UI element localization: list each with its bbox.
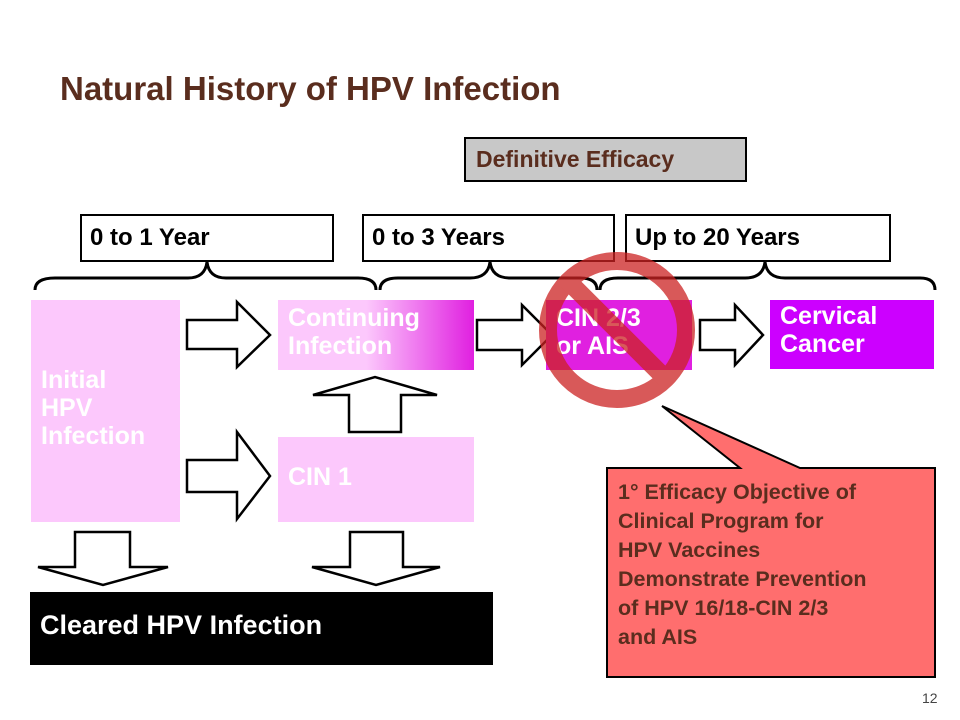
brace-period-2 [378, 261, 599, 291]
stage-continuing-infection: Continuing Infection [278, 300, 474, 370]
arrow-initial-to-cin1 [185, 428, 272, 523]
brace-period-3 [598, 261, 937, 291]
page-number: 12 [922, 690, 938, 706]
stage-cin1: CIN 1 [278, 437, 474, 522]
period-0-to-1-year: 0 to 1 Year [80, 214, 334, 262]
period-up-to-20-years: Up to 20 Years [625, 214, 891, 262]
arrow-initial-to-continuing [185, 298, 272, 370]
brace-period-1 [33, 261, 378, 291]
arrow-cin23-to-cervical [698, 301, 765, 369]
callout-shape [606, 405, 936, 678]
arrow-cin1-to-cleared [311, 530, 441, 587]
stage-initial-hpv-infection: Initial HPV Infection [31, 300, 180, 522]
arrow-cin1-to-continuing [312, 375, 438, 434]
stage-cervical-cancer: Cervical Cancer [770, 300, 934, 369]
slide-title: Natural History of HPV Infection [60, 70, 561, 107]
stage-cleared-hpv-infection: Cleared HPV Infection [30, 592, 493, 665]
definitive-efficacy-label: Definitive Efficacy [464, 137, 747, 182]
prohibition-icon [539, 252, 695, 408]
arrow-initial-to-cleared [37, 530, 169, 587]
arrow-continuing-to-cin23 [475, 301, 554, 369]
period-0-to-3-years: 0 to 3 Years [362, 214, 615, 262]
callout-text: 1° Efficacy Objective of Clinical Progra… [618, 480, 867, 649]
